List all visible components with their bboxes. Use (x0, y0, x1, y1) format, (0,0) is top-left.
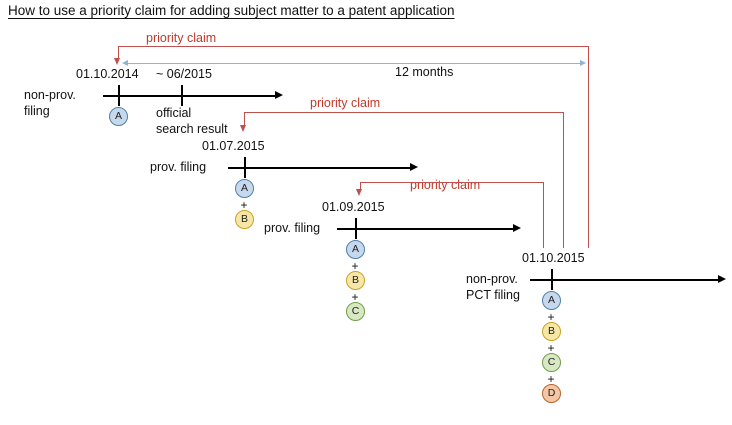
twelve-months-label: 12 months (395, 65, 454, 79)
timeline-3-date: 01.09.2015 (322, 200, 385, 214)
timeline-1-label-line2: filing (24, 104, 50, 118)
timeline-4-axis (530, 279, 718, 281)
timeline-2-node-b: B (235, 210, 254, 229)
timeline-4-plus-3: + (547, 372, 555, 386)
timeline-3-tick-filing (355, 218, 357, 239)
timeline-1-label-line1: non-prov. (24, 88, 76, 102)
priority-claim-2-horizontal (244, 112, 563, 113)
timeline-4-node-d: D (542, 384, 561, 403)
timeline-1-tick-filing (118, 85, 120, 106)
timeline-4-label-line1: non-prov. (466, 272, 518, 286)
timeline-1-tick-search-result (181, 85, 183, 106)
priority-claim-1-label: priority claim (146, 31, 217, 45)
timeline-2-label-line1: prov. filing (150, 160, 207, 174)
timeline-3-label-line1: prov. filing (264, 221, 321, 235)
timeline-3-plus-2: + (351, 290, 359, 304)
timeline-1-note-line1: official (156, 106, 192, 120)
priority-claim-2-vertical-right (563, 112, 564, 248)
priority-claim-3-horizontal (360, 182, 543, 183)
timeline-4-plus-2: + (547, 341, 555, 355)
timeline-1-second-date: ~ 06/2015 (156, 67, 212, 81)
timeline-3-axis-arrowhead (513, 224, 521, 232)
timeline-4-node-a: A (542, 291, 561, 310)
timeline-1-axis (103, 95, 275, 97)
timeline-3-node-a: A (346, 240, 365, 259)
timeline-2-axis-arrowhead (410, 163, 418, 171)
priority-claim-3-arrowhead (356, 189, 363, 196)
priority-claim-2-arrowhead (240, 125, 247, 132)
priority-claim-1-vertical-left (118, 46, 119, 59)
timeline-4-plus-1: + (547, 310, 555, 324)
timeline-1-node-a: A (109, 107, 128, 126)
page-title: How to use a priority claim for adding s… (8, 3, 455, 18)
twelve-months-arrow-left (122, 60, 128, 66)
timeline-1-axis-arrowhead (275, 91, 283, 99)
timeline-3-plus-1: + (351, 259, 359, 273)
timeline-3-axis (337, 228, 513, 230)
priority-claim-1-vertical-right (588, 46, 589, 248)
timeline-2-plus-1: + (240, 198, 248, 212)
timeline-2-axis (228, 167, 410, 169)
priority-claim-3-vertical-left (360, 182, 361, 190)
timeline-4-node-c: C (542, 353, 561, 372)
priority-claim-1-arrowhead (114, 58, 121, 65)
timeline-2-node-a: A (235, 179, 254, 198)
priority-claim-2-label: priority claim (310, 96, 381, 110)
timeline-4-axis-arrowhead (718, 275, 726, 283)
twelve-months-line (127, 63, 581, 64)
timeline-3-node-c: C (346, 302, 365, 321)
priority-claim-2-vertical-left (244, 112, 245, 126)
timeline-1-note-line2: search result (156, 122, 228, 136)
twelve-months-arrow-right (580, 60, 586, 66)
timeline-4-date: 01.10.2015 (522, 251, 585, 265)
timeline-4-node-b: B (542, 322, 561, 341)
priority-claim-3-label: priority claim (410, 178, 481, 192)
priority-claim-1-horizontal (118, 46, 588, 47)
timeline-4-tick-filing (551, 269, 553, 290)
timeline-4-label-line2: PCT filing (466, 288, 520, 302)
priority-claim-3-vertical-right (543, 182, 544, 248)
timeline-1-date: 01.10.2014 (76, 67, 139, 81)
timeline-2-date: 01.07.2015 (202, 139, 265, 153)
timeline-2-tick-filing (244, 157, 246, 178)
timeline-3-node-b: B (346, 271, 365, 290)
